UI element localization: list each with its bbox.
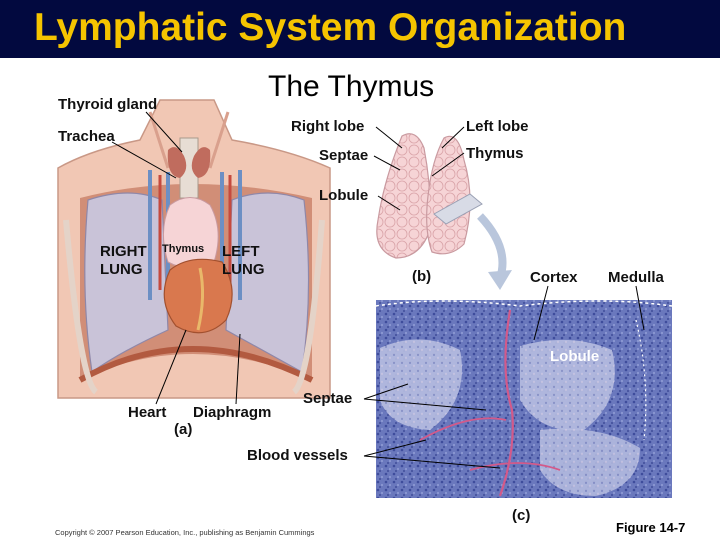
slide-subtitle: The Thymus <box>268 70 435 103</box>
diaphragm-shape <box>78 346 314 383</box>
thymus-shape <box>163 197 219 269</box>
micrograph <box>375 300 673 498</box>
label-heart: Heart <box>128 404 167 421</box>
thymus-lobes-illustration <box>376 133 512 290</box>
label-right-lung-2: LUNG <box>100 261 143 278</box>
panel-b-tag: (b) <box>412 268 432 285</box>
label-thymus-a: Thymus <box>162 243 205 255</box>
figure-number: Figure 14-7 <box>616 520 686 535</box>
label-thymus-b: Thymus <box>466 145 524 162</box>
right-lung-shape <box>84 192 169 374</box>
label-lobule-c: Lobule <box>550 348 600 365</box>
torso-illustration <box>57 99 331 399</box>
label-medulla: Medulla <box>608 269 664 286</box>
label-thyroid-gland: Thyroid gland <box>58 96 158 113</box>
label-left-lung-2: LUNG <box>222 261 265 278</box>
left-lung-shape <box>225 192 310 373</box>
label-trachea: Trachea <box>58 128 115 145</box>
label-left-lobe: Left lobe <box>466 118 529 135</box>
title-bar: Lymphatic System Organization <box>0 0 720 58</box>
leader-lines <box>111 111 645 469</box>
label-cortex: Cortex <box>530 269 578 286</box>
thymus-figure <box>57 99 673 498</box>
label-septae-b: Septae <box>319 147 369 164</box>
panel-c-tag: (c) <box>512 507 531 524</box>
copyright-notice: Copyright © 2007 Pearson Education, Inc.… <box>55 528 315 537</box>
label-diaphragm: Diaphragm <box>193 404 272 421</box>
label-lobule-b: Lobule <box>319 187 369 204</box>
panel-a-tag: (a) <box>174 421 193 438</box>
label-right-lobe: Right lobe <box>291 118 365 135</box>
slide-title: Lymphatic System Organization <box>34 6 627 49</box>
label-septae-c: Septae <box>303 390 353 407</box>
label-left-lung-1: LEFT <box>222 243 260 260</box>
label-right-lung-1: RIGHT <box>100 243 147 260</box>
label-blood-vessels: Blood vessels <box>247 447 348 464</box>
heart-shape <box>163 258 233 334</box>
